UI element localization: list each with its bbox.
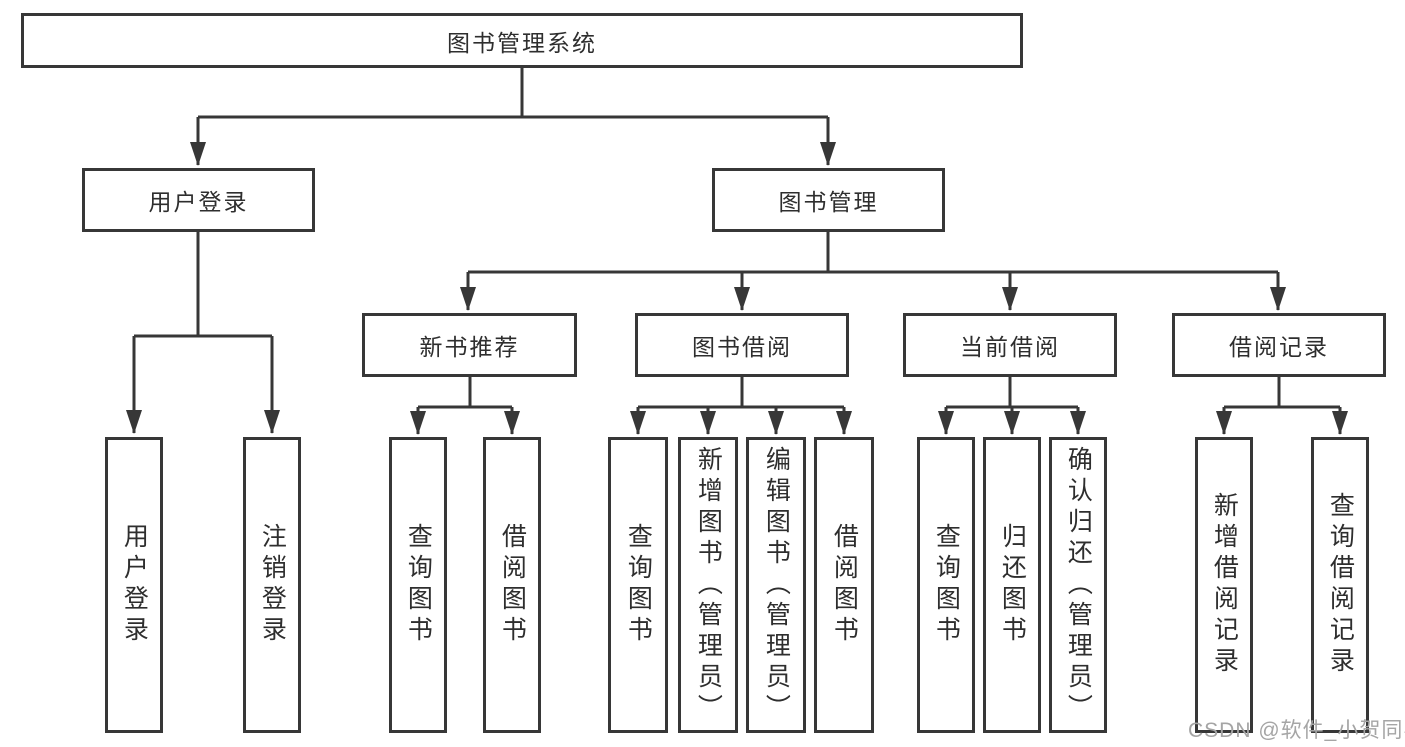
- leaf-label: 新增图书（管理员）: [694, 445, 723, 725]
- leaf-label: 查询借阅记录: [1326, 492, 1355, 678]
- leaf-add-borrow-record: 新增借阅记录: [1195, 437, 1253, 733]
- node-label: 新书推荐: [419, 334, 520, 360]
- leaf-add-books-admin: 新增图书（管理员）: [678, 437, 738, 733]
- leaf-label: 编辑图书（管理员）: [762, 445, 791, 725]
- leaf-return-books: 归还图书: [983, 437, 1041, 733]
- leaf-query-books: 查询图书: [389, 437, 447, 733]
- leaf-query-books: 查询图书: [917, 437, 975, 733]
- node-user-login: 用户登录: [82, 168, 315, 232]
- node-label: 借阅记录: [1229, 334, 1329, 360]
- leaf-edit-books-admin: 编辑图书（管理员）: [746, 437, 806, 733]
- node-label: 图书管理系统: [447, 29, 597, 56]
- leaf-borrow-books: 借阅图书: [483, 437, 541, 733]
- leaf-label: 查询图书: [624, 523, 653, 647]
- leaf-query-borrow-record: 查询借阅记录: [1311, 437, 1369, 733]
- leaf-label: 确认归还（管理员）: [1064, 445, 1093, 725]
- node-label: 图书借阅: [692, 334, 792, 360]
- leaf-label: 归还图书: [998, 523, 1027, 647]
- node-label: 图书管理: [778, 189, 879, 215]
- node-book-management: 图书管理: [712, 168, 945, 232]
- leaf-user-login: 用户登录: [105, 437, 163, 733]
- leaf-logout: 注销登录: [243, 437, 301, 733]
- node-label: 当前借阅: [960, 334, 1060, 360]
- leaf-label: 借阅图书: [830, 523, 859, 647]
- leaf-label: 注销登录: [258, 523, 287, 647]
- leaf-confirm-return-admin: 确认归还（管理员）: [1049, 437, 1107, 733]
- node-new-book-recommend: 新书推荐: [362, 313, 577, 377]
- node-label: 用户登录: [148, 189, 249, 215]
- leaf-query-books: 查询图书: [608, 437, 668, 733]
- leaf-label: 新增借阅记录: [1210, 492, 1239, 678]
- node-borrowing-records: 借阅记录: [1172, 313, 1386, 377]
- csdn-watermark: CSDN @软件_小贺同学: [1188, 719, 1405, 742]
- leaf-label: 借阅图书: [498, 523, 527, 647]
- node-library-management-system: 图书管理系统: [21, 13, 1023, 68]
- leaf-label: 查询图书: [932, 523, 961, 647]
- leaf-borrow-books: 借阅图书: [814, 437, 874, 733]
- node-book-borrowing: 图书借阅: [635, 313, 849, 377]
- leaf-label: 用户登录: [120, 523, 149, 647]
- leaf-label: 查询图书: [404, 523, 433, 647]
- node-current-borrowing: 当前借阅: [903, 313, 1117, 377]
